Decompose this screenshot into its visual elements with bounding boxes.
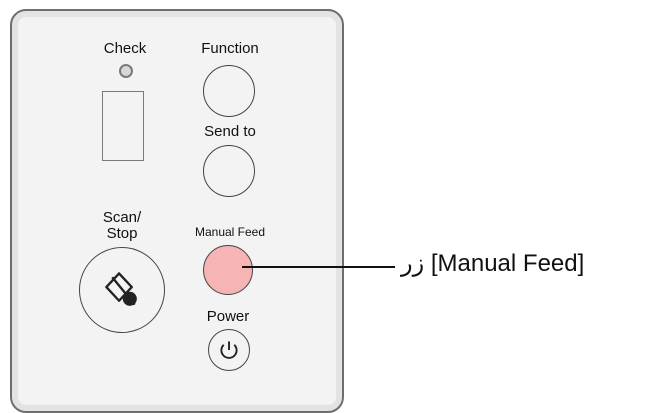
function-button[interactable] [203, 65, 255, 117]
manual-feed-callout: زر [Manual Feed] [401, 250, 585, 277]
scan-stop-label: Scan/ Stop [103, 210, 141, 242]
function-label: Function [201, 40, 259, 57]
scan-stop-label-line1: Scan/ [102, 209, 142, 226]
callout-leader-line [242, 266, 395, 268]
function-number-display [102, 91, 144, 161]
operator-panel: Check Function Send to Scan/ Stop Manual… [10, 9, 344, 413]
scan-stop-icon [105, 272, 137, 306]
power-button[interactable] [208, 329, 250, 371]
power-icon [220, 341, 238, 359]
send-to-button[interactable] [203, 145, 255, 197]
manual-feed-label: Manual Feed [194, 225, 266, 239]
manual-feed-button[interactable] [203, 245, 253, 295]
power-label: Power [206, 308, 250, 325]
scan-stop-label-line2: Stop [106, 225, 138, 242]
check-label: Check [103, 40, 147, 57]
scan-stop-button[interactable] [79, 247, 165, 333]
send-to-label: Send to [204, 123, 256, 140]
check-led-icon [119, 64, 133, 78]
